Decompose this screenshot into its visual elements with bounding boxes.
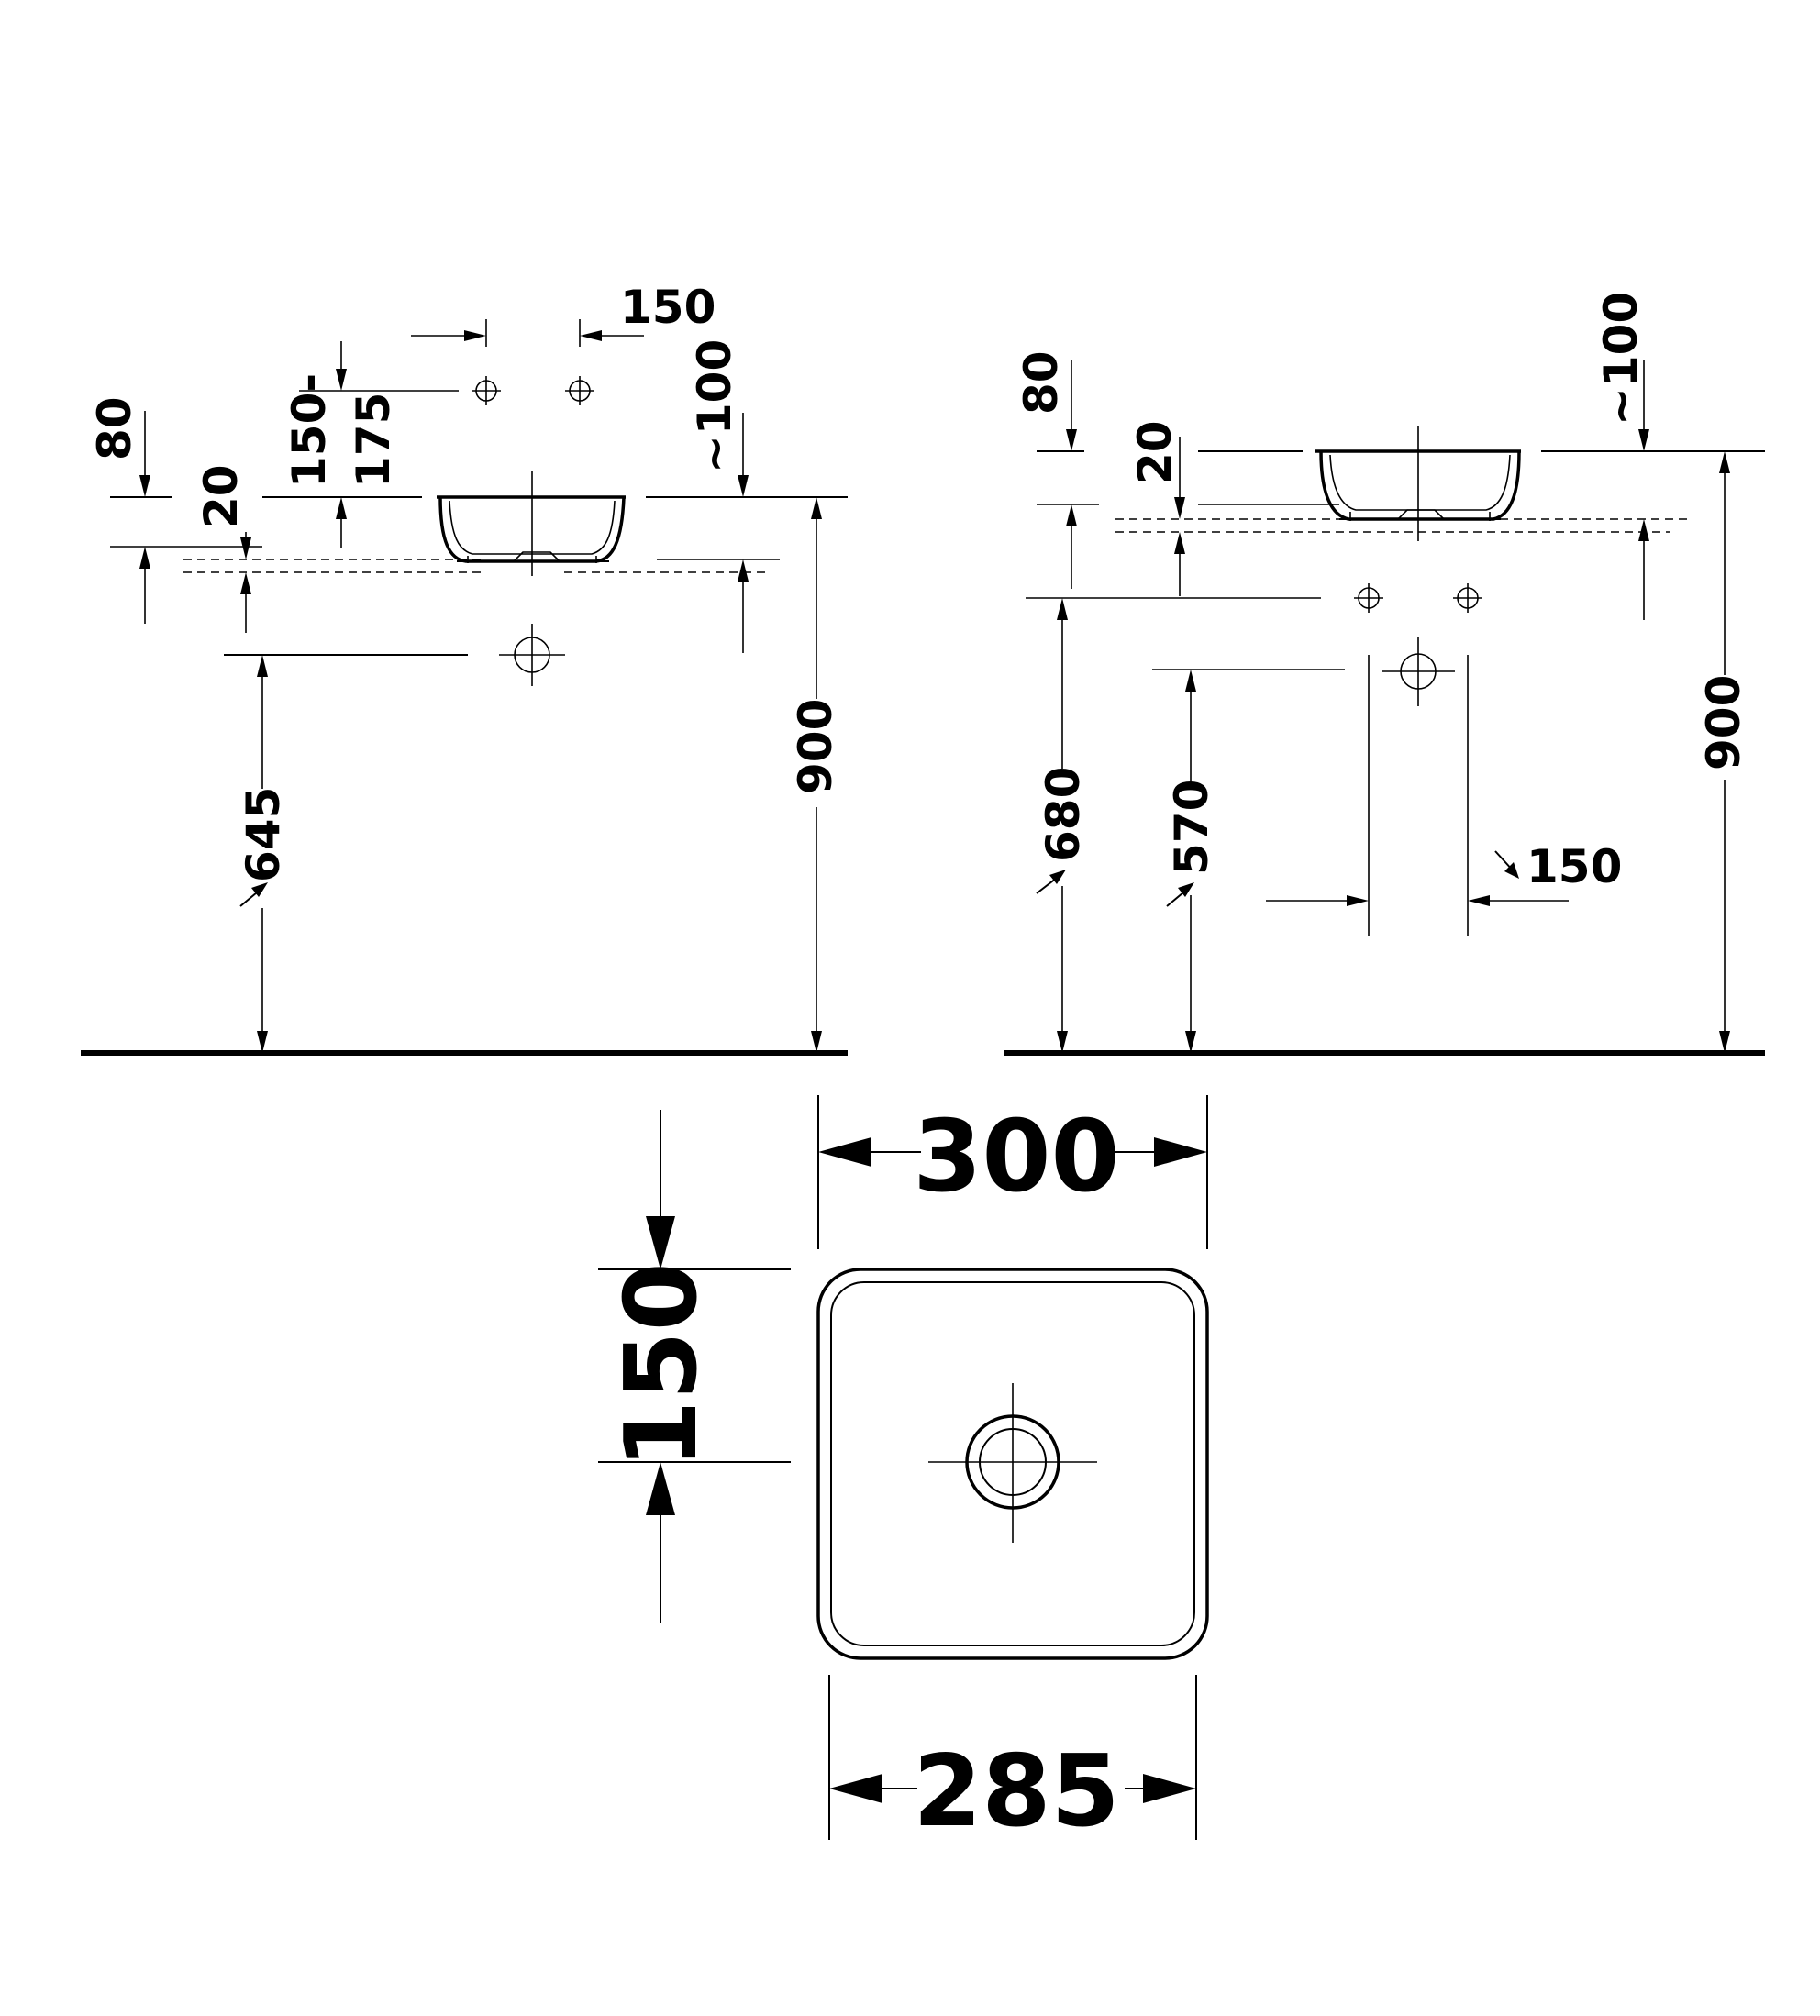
right-dim-20: 20	[1128, 420, 1185, 596]
left-dim-150-175: 150- 175	[283, 341, 400, 548]
left-dim-150-label: 150	[620, 281, 716, 334]
left-tap-hole-2	[565, 376, 594, 405]
right-dim-900-label: 900	[1697, 675, 1750, 770]
right-dim-680: 680	[1036, 598, 1090, 1053]
plan-dim-285-label: 285	[913, 1734, 1119, 1849]
left-dim-100-label: ~100	[688, 339, 741, 473]
left-dim-900-label: 900	[789, 699, 842, 794]
left-dim-80: 80	[88, 396, 150, 497]
plan-view: 300 285 150	[598, 1095, 1209, 1849]
basin-inner-outline	[830, 1281, 1195, 1646]
left-dim-645: 645	[237, 655, 290, 1053]
right-dim-100-label: ~100	[1594, 292, 1648, 426]
right-drain-outlet	[1382, 637, 1455, 706]
left-dim-150-label-a: 150-	[283, 373, 336, 488]
left-drain-outlet	[499, 624, 565, 686]
left-elevation-view: 150 80 150- 175 20	[81, 281, 848, 1056]
right-dim-80: 80	[1015, 350, 1077, 589]
right-dim-pipe-spacing: 150	[1266, 840, 1622, 906]
left-dim-175-label-b: 175	[347, 393, 400, 488]
left-dim-100: ~100	[688, 339, 749, 653]
plan-dim-285: 285	[828, 1675, 1197, 1849]
right-dim-570-label: 570	[1165, 780, 1218, 875]
plan-dim-150-label: 150	[605, 1262, 719, 1468]
left-dim-80-label: 80	[88, 396, 141, 460]
basin-outer-outline	[816, 1268, 1209, 1660]
left-tap-hole-1	[472, 376, 501, 405]
plan-dim-150: 150	[598, 1110, 791, 1623]
left-dim-tap-spacing: 150	[411, 281, 716, 347]
plan-dim-300-label: 300	[913, 1100, 1119, 1214]
left-dim-645-label: 645	[237, 787, 290, 882]
right-dim-680-label: 680	[1037, 767, 1090, 862]
right-elevation-view: 80 20 ~100 900	[1004, 292, 1765, 1056]
right-dim-80-label: 80	[1015, 350, 1068, 415]
left-basin-profile	[437, 495, 626, 563]
right-tap-hole-1	[1354, 583, 1383, 613]
left-dim-20-label: 20	[194, 464, 248, 528]
right-tap-hole-2	[1453, 583, 1482, 613]
left-dim-20: 20	[139, 464, 251, 633]
plan-dim-300: 300	[817, 1095, 1208, 1249]
right-dim-20-label: 20	[1128, 420, 1182, 484]
right-dim-900: 900	[1697, 451, 1750, 1053]
right-dim-570: 570	[1165, 670, 1218, 1053]
basin-drain	[928, 1383, 1097, 1543]
right-dim-100: ~100	[1594, 292, 1649, 620]
left-dim-900: 900	[789, 497, 842, 1053]
right-dim-150-label: 150	[1526, 840, 1622, 893]
